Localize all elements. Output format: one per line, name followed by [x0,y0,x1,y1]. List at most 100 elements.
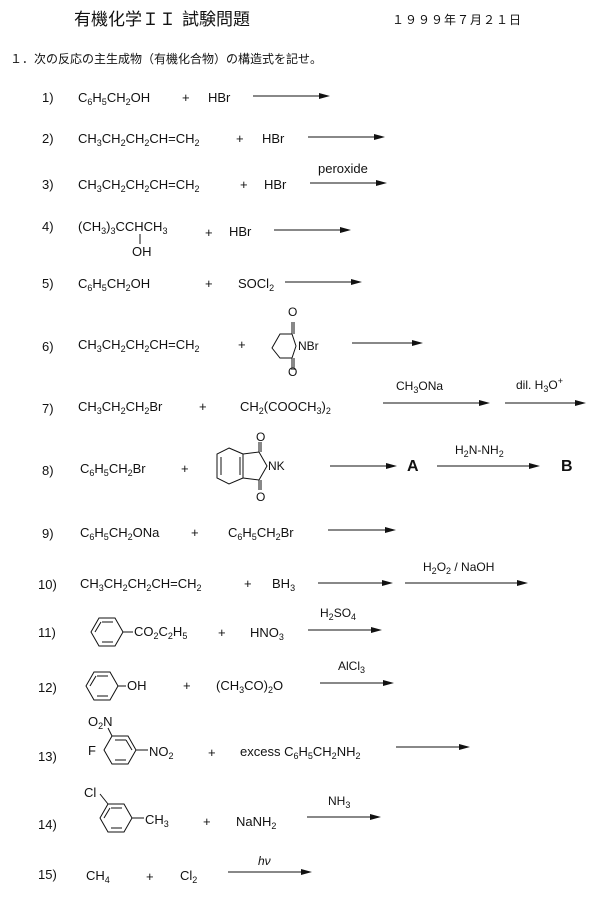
reaction-number: 11) [38,625,56,640]
arrow-icon [320,680,394,686]
arrow-icon [253,93,330,99]
plus: + [236,131,244,146]
reactant-a: C6H5CH2Br [80,461,146,478]
plus: + [182,90,190,105]
plus: + [218,625,226,640]
phthalimide-structure [216,442,268,490]
question-1: １．次の反応の主生成物（有機化合物）の構造式を記せ。 [10,52,323,66]
plus: + [199,399,207,414]
condition: NH3 [328,794,351,810]
reaction-number: 12) [38,680,57,695]
arrow-icon [437,463,540,469]
reaction-number: 7) [42,401,54,416]
plus: + [240,177,248,192]
reaction-number: 13) [38,749,57,764]
condition: AlCl3 [338,659,366,675]
reactant-a: CH4 [86,868,110,885]
reactant-b: C6H5CH2Br [228,525,294,542]
benzene-ring [99,793,144,833]
ester-group: CO2C2H5 [134,624,188,641]
arrow-icon [308,627,382,633]
arrow-icon [505,400,586,406]
reaction-number: 15) [38,867,57,882]
product-b: B [561,458,573,475]
arrow-icon [330,463,397,469]
plus: + [205,276,213,291]
plus: + [183,678,191,693]
exam-title: 試験問題 [182,10,250,30]
exam-date: １９９９年７月２１日 [392,13,523,27]
n-potassium: NK [268,459,285,473]
arrow-icon [396,744,470,750]
nitro-group: O2N [88,714,113,731]
hydroxyl-group: OH [127,678,147,693]
reactant-a: (CH3)3CCHCH3 [78,219,168,236]
arrow-icon [318,580,393,586]
chloro-group: Cl [84,785,97,800]
condition: hν [258,854,271,868]
fluoro-group: F [88,743,96,758]
plus: + [205,225,213,240]
condition: peroxide [318,161,368,176]
arrow-icon [310,180,387,186]
product-a: A [407,458,419,475]
reactant-b: SOCl2 [238,276,275,293]
reaction-number: 6) [42,339,54,354]
arrow-icon [274,227,351,233]
reactant-a: CH3CH2CH2CH=CH2 [78,131,200,148]
condition: H2SO4 [320,606,357,622]
condition: H2O2 / NaOH [423,560,495,576]
benzene-ring [103,727,148,765]
nitro-group: NO2 [149,744,174,761]
reaction-number: 3) [42,177,54,192]
condition: H2N-NH2 [455,443,504,459]
carbonyl-oxygen: O [288,365,298,379]
reactant-a: C6H5CH2OH [78,90,151,107]
plus: + [238,337,246,352]
reaction-number: 9) [42,526,54,541]
carbonyl-oxygen: O [288,305,298,319]
bond [139,234,141,244]
arrow-icon [228,869,312,875]
reactant-a: CH3CH2CH2CH=CH2 [78,177,200,194]
succinimide-structure [271,322,297,370]
carbonyl-oxygen: O [256,490,266,504]
condition: CH3ONa [396,379,444,395]
plus: + [208,745,216,760]
reaction-number: 14) [38,817,57,832]
reactant-b: BH3 [272,576,296,593]
reactant-a: CH3CH2CH2CH=CH2 [78,337,200,354]
reactant-a: CH3CH2CH2Br [78,399,163,416]
reactant-b: (CH3CO)2O [216,678,284,695]
arrow-icon [383,400,490,406]
arrow-icon [285,279,362,285]
arrow-icon [405,580,528,586]
plus: + [191,525,199,540]
arrow-icon [308,134,385,140]
reactant-b: CH2(COOCH3)2 [240,399,331,416]
reactant-a: C6H5CH2ONa [80,525,160,542]
benzene-ring [85,671,126,701]
reactant-b: HBr [262,131,285,146]
n-bromo: NBr [298,339,319,353]
plus: + [203,814,211,829]
reactant-b: Cl2 [180,868,198,885]
reaction-number: 8) [42,463,54,478]
reaction-number: 1) [42,90,54,105]
arrow-icon [352,340,423,346]
plus: + [244,576,252,591]
reaction-number: 10) [38,577,57,592]
plus: + [181,461,189,476]
reactant-a: C6H5CH2OH [78,276,151,293]
reactant-b: excess C6H5CH2NH2 [240,744,361,761]
benzene-ring [90,617,133,647]
reactant-b: HBr [229,224,252,239]
carbonyl-oxygen: O [256,430,266,444]
reactant-b: NaNH2 [236,814,277,831]
methyl-group: CH3 [145,812,169,829]
arrow-icon [328,527,396,533]
reactant-b: HBr [208,90,231,105]
reactant-b: HBr [264,177,287,192]
condition: dil. H3O+ [516,376,563,394]
